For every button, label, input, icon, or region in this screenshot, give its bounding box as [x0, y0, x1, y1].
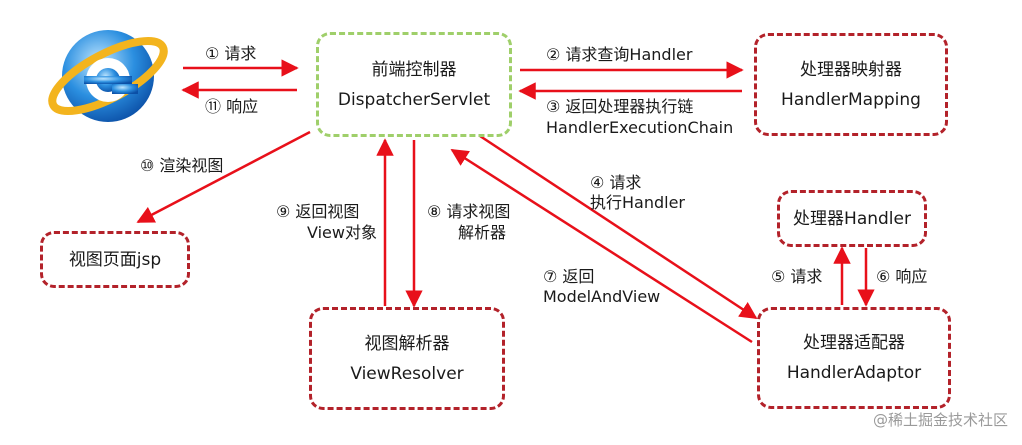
arrow-execute-handler [479, 134, 758, 320]
handler-mapping-box: 处理器映射器 HandlerMapping [754, 33, 948, 136]
step-4-label-line2: 执行Handler [590, 193, 686, 212]
handler-mapping-subtitle: HandlerMapping [781, 89, 921, 110]
handler-title: 处理器Handler [793, 208, 911, 229]
step-4-label-line1: ④ 请求 [590, 173, 642, 192]
view-jsp-title: 视图页面jsp [68, 249, 162, 270]
step-8-label-line2: 解析器 [458, 223, 507, 242]
watermark: @稀土掘金技术社区 [872, 411, 1008, 429]
step-11-label: ⑪ 响应 [205, 97, 259, 116]
step-3-label-line1: ③ 返回处理器执行链 [546, 97, 694, 116]
step-1-label: ① 请求 [205, 44, 257, 63]
step-3-label-line2: HandlerExecutionChain [546, 118, 734, 137]
handler-adaptor-subtitle: HandlerAdaptor [786, 363, 922, 383]
arrow-render-view [136, 130, 311, 224]
handler-adaptor-title: 处理器适配器 [803, 333, 905, 353]
step-9-label-line1: ⑨ 返回视图 [276, 202, 360, 221]
internet-explorer-icon [48, 30, 168, 122]
view-resolver-subtitle: ViewResolver [350, 363, 464, 384]
handler-box: 处理器Handler [777, 190, 927, 247]
step-10-label: ⑩ 渲染视图 [140, 156, 224, 175]
view-resolver-title: 视图解析器 [364, 333, 450, 354]
dispatcher-servlet-box: 前端控制器 DispatcherServlet [316, 32, 512, 137]
step-5-label: ⑤ 请求 [771, 267, 823, 286]
dispatcher-title: 前端控制器 [371, 59, 457, 80]
handler-mapping-title: 处理器映射器 [800, 59, 902, 80]
handler-adaptor-box: 处理器适配器 HandlerAdaptor [757, 307, 951, 409]
step-7-label-line2: ModelAndView [543, 287, 661, 306]
view-resolver-box: 视图解析器 ViewResolver [309, 307, 505, 410]
step-2-label: ② 请求查询Handler [546, 45, 693, 64]
step-8-label-line1: ⑧ 请求视图 [427, 202, 511, 221]
step-6-label: ⑥ 响应 [876, 267, 928, 286]
step-9-label-line2: View对象 [307, 223, 377, 242]
dispatcher-subtitle: DispatcherServlet [337, 89, 491, 110]
arrow-return-modelandview [450, 148, 753, 344]
step-7-label-line1: ⑦ 返回 [543, 267, 595, 286]
view-jsp-box: 视图页面jsp [40, 231, 190, 288]
